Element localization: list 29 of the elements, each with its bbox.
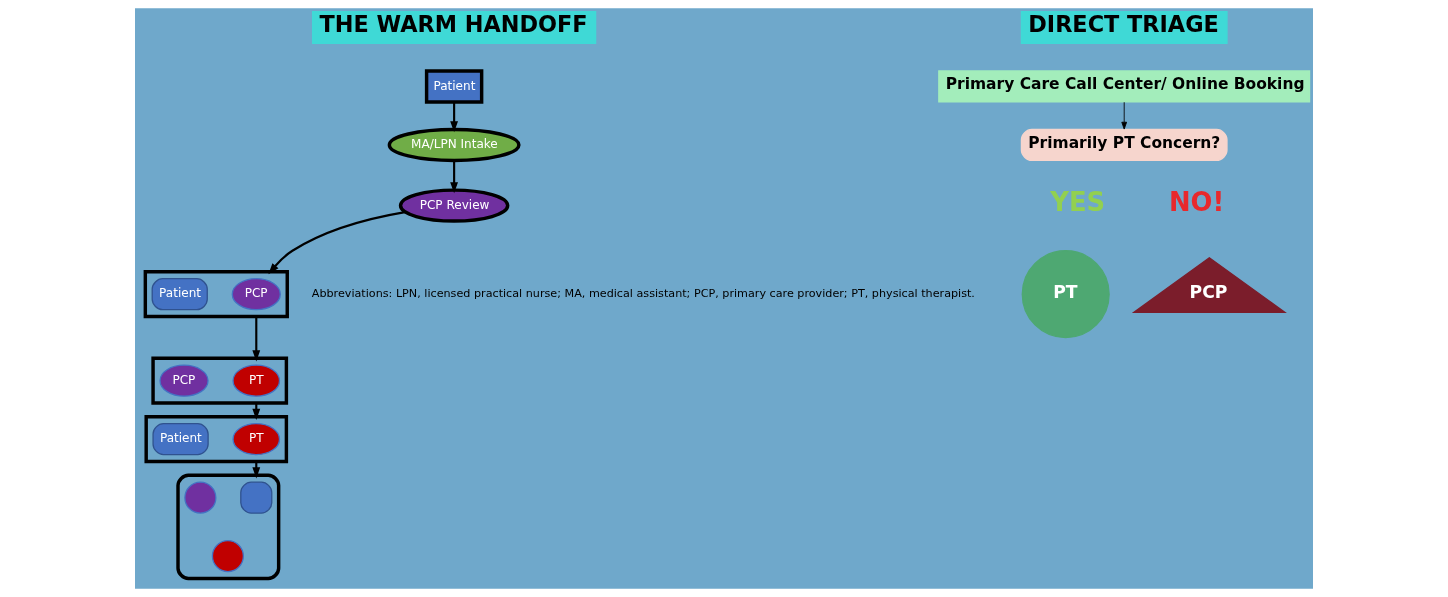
arrow [268, 211, 406, 275]
label: YES [1050, 187, 1106, 218]
node-ellipse: PCP [159, 364, 209, 397]
node-ellipse: MA/LPN Intake [387, 127, 521, 163]
node-ellipse: PCP [231, 278, 281, 311]
arrow [1121, 101, 1128, 130]
node-box: THE WARM HANDOFF [311, 11, 597, 45]
label: NO! [1168, 187, 1225, 218]
node-box: Primary Care Call Center/ Online Booking [938, 70, 1311, 103]
node-box: Patient [424, 69, 484, 104]
node-circle [184, 481, 217, 514]
cluster [143, 270, 289, 319]
node-circle [211, 540, 245, 573]
cluster [176, 473, 281, 581]
node-box: Primarily PT Concern? [1020, 128, 1228, 162]
cluster [151, 356, 289, 405]
node-ellipse: PCP Review [398, 188, 510, 223]
arrow [450, 102, 459, 133]
cluster [144, 415, 289, 464]
node-box: Patient [152, 423, 209, 456]
node-circle: PT [1021, 250, 1110, 339]
label: Abbreviations: LPN, licensed practical nurse; MA, medical assistant; PCP, primary care provider; PT, physical therapist. [311, 287, 975, 301]
node-box: Patient [151, 278, 208, 311]
node-ellipse: PT [232, 364, 281, 397]
arrow [252, 316, 261, 362]
node-box: DIRECT TRIAGE [1020, 11, 1228, 45]
node-box [240, 481, 273, 514]
node-ellipse: PT [232, 423, 281, 456]
arrow [450, 160, 459, 194]
